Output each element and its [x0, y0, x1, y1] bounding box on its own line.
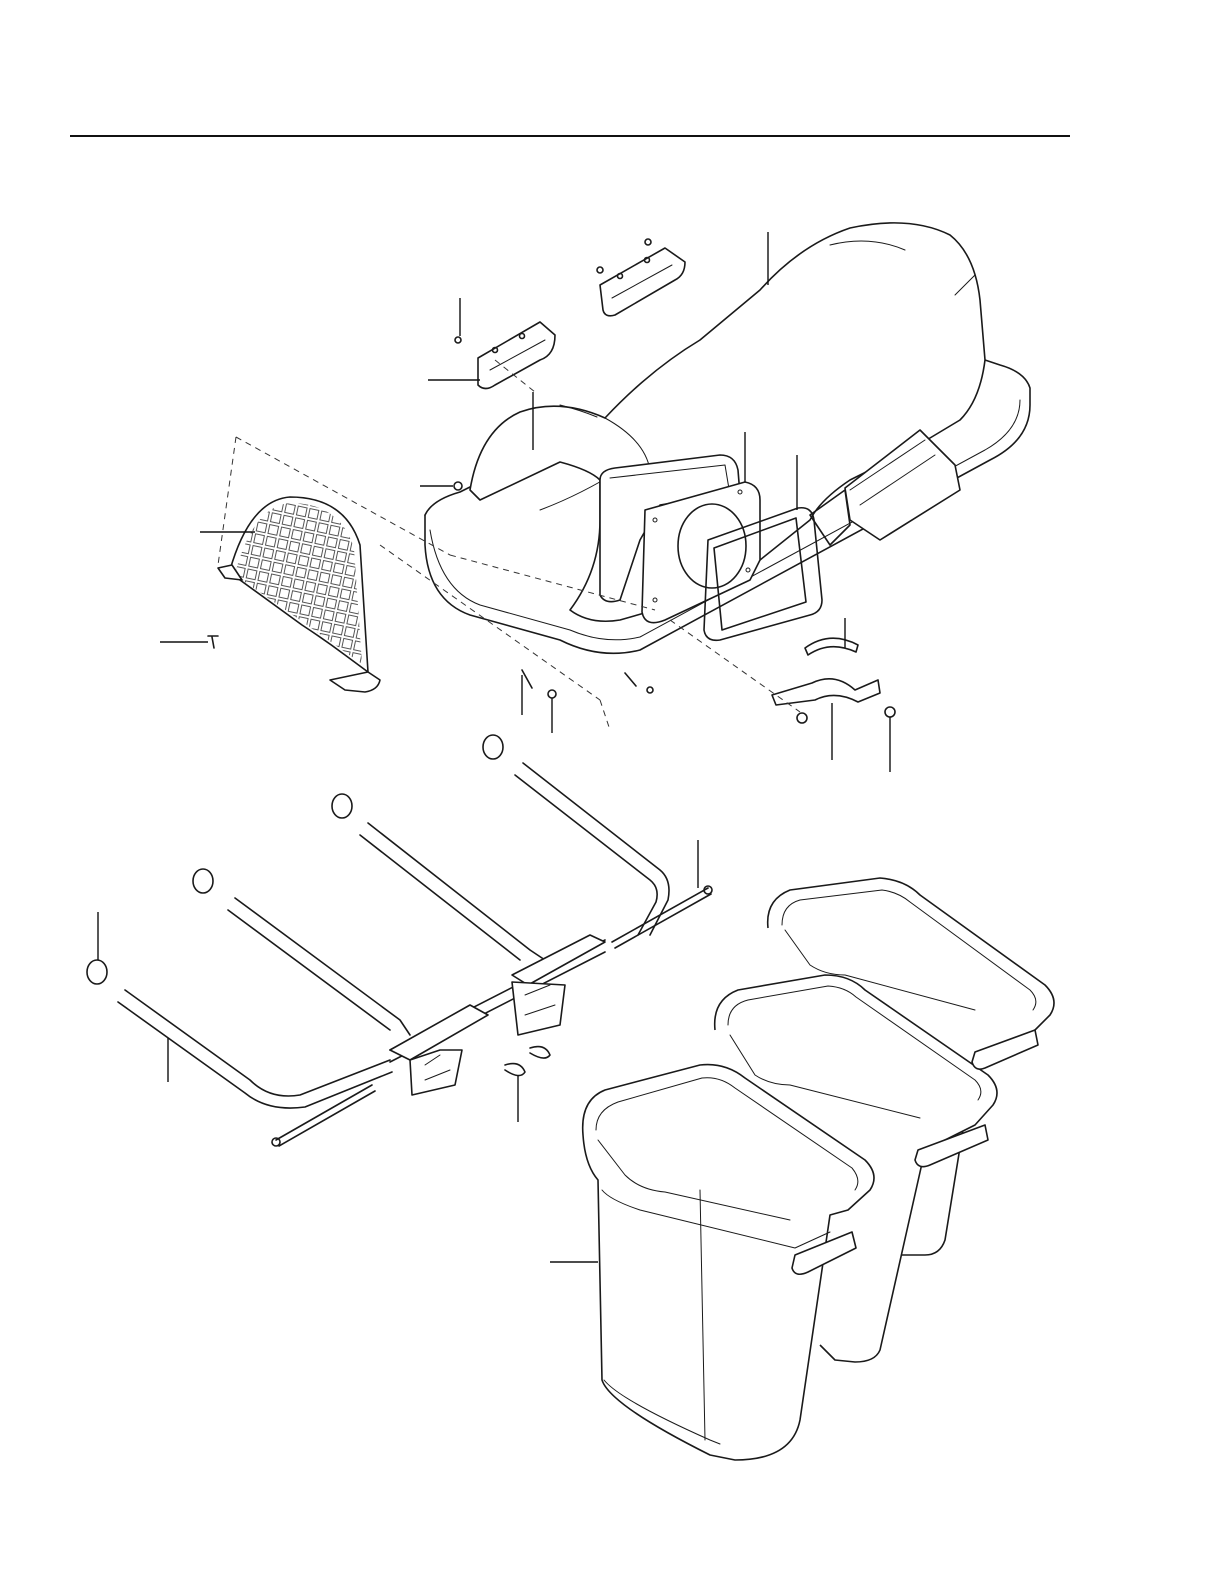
screw-icon: [597, 267, 603, 273]
washer-icon: [548, 690, 556, 698]
screw-icon: [645, 239, 651, 245]
support-frame-tubes: [118, 763, 669, 1108]
tube-caps: [87, 735, 503, 984]
hairpin-clips: [505, 1047, 550, 1076]
nut-icon: [647, 687, 653, 693]
hood-handle-bracket-right: [600, 248, 685, 316]
hitch-brackets: [390, 935, 605, 1095]
bolt-icon: [522, 670, 532, 688]
hood-handle-bracket-left: [478, 322, 555, 389]
nut-icon: [797, 713, 807, 723]
nut-icon: [885, 707, 895, 717]
screen: [218, 497, 380, 692]
nut-icon: [454, 482, 462, 490]
bolt-icon: [208, 636, 218, 648]
screw-icon: [455, 337, 461, 343]
bolt-icon: [625, 673, 636, 686]
mounting-strap: [772, 638, 880, 705]
